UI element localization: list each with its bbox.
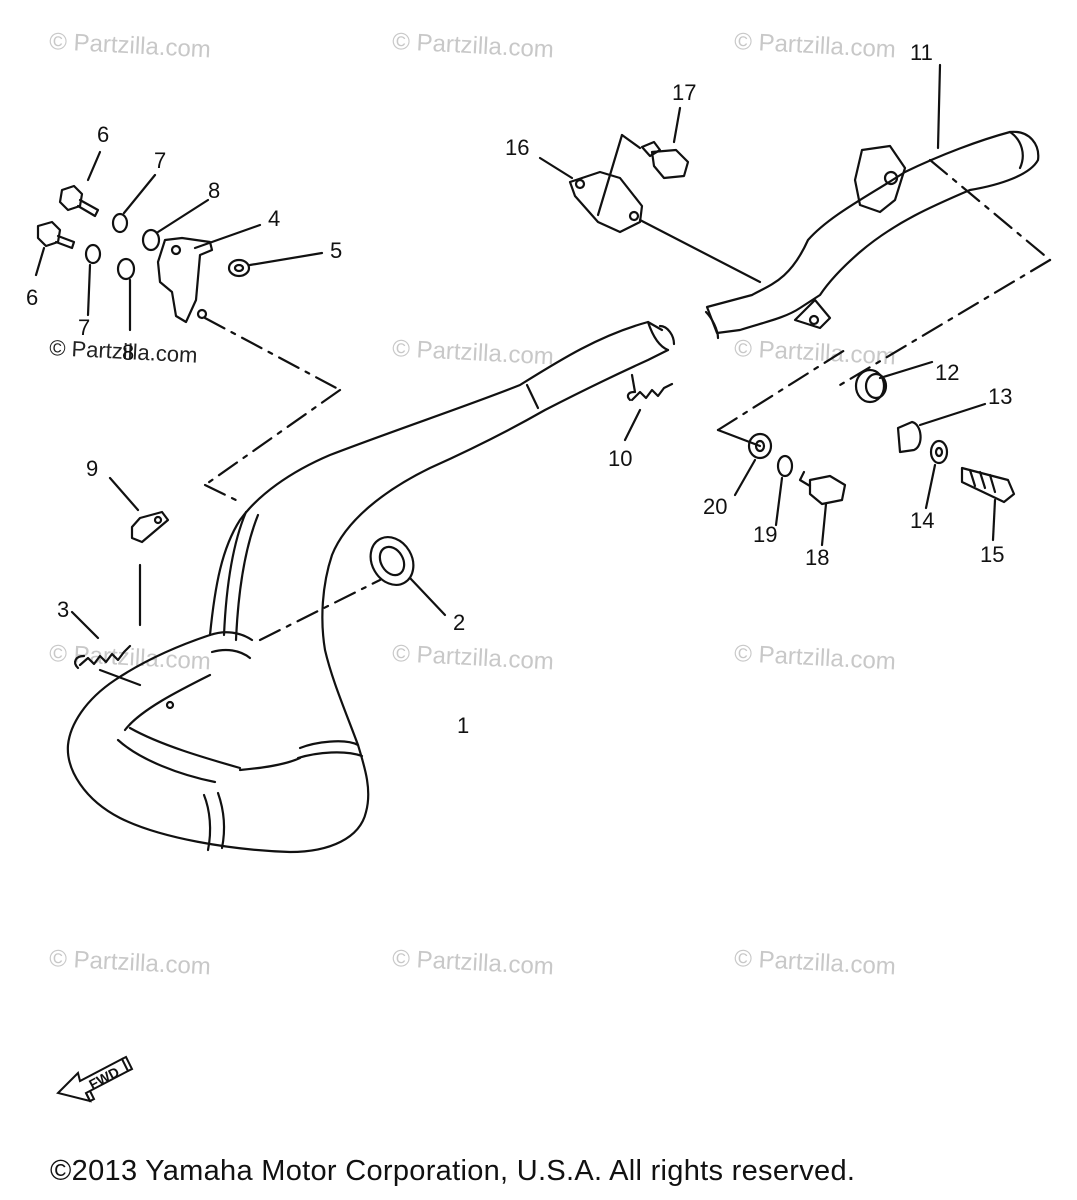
callout-19: 19	[753, 522, 777, 547]
washer-part-14	[924, 439, 949, 510]
callout-10: 10	[608, 446, 632, 471]
bracket-part-16	[538, 133, 762, 284]
grommet-part-12	[854, 360, 934, 404]
callout-14: 14	[910, 508, 934, 533]
callout-6a: 6	[97, 122, 109, 147]
bracket-part-4	[156, 223, 262, 324]
lock-washer-part-7	[84, 173, 157, 317]
callouts: 1 2 3 4 5 6 6 7 7 8 8 9 10 11 12 13 14 1…	[26, 40, 1012, 738]
bolt-part-6	[34, 150, 102, 277]
callout-3: 3	[57, 597, 69, 622]
callout-17: 17	[672, 80, 696, 105]
bolt-part-17	[640, 106, 690, 180]
exhaust-pipe-part-1	[66, 320, 676, 854]
callout-8a: 8	[208, 178, 220, 203]
callout-15: 15	[980, 542, 1004, 567]
callout-18: 18	[805, 545, 829, 570]
callout-1: 1	[457, 713, 469, 738]
washer-part-5	[227, 251, 324, 278]
callout-11: 11	[910, 40, 933, 65]
clip-part-9	[108, 476, 170, 627]
callout-20: 20	[703, 494, 727, 519]
bolt-part-15	[960, 466, 1016, 542]
lock-washer-part-19	[774, 454, 794, 527]
callout-12: 12	[935, 360, 959, 385]
bolt-part-18	[798, 470, 847, 547]
washer-part-8	[116, 198, 210, 332]
callout-9: 9	[86, 456, 98, 481]
callout-7a: 7	[154, 148, 166, 173]
spring-part-10	[623, 373, 674, 442]
callout-16: 16	[505, 135, 529, 160]
callout-7b: 7	[78, 315, 90, 340]
gasket-part-2	[369, 536, 447, 617]
callout-2: 2	[453, 610, 465, 635]
copyright-notice: ©2013 Yamaha Motor Corporation, U.S.A. A…	[50, 1155, 856, 1187]
callout-13: 13	[988, 384, 1012, 409]
fwd-arrow-icon: FWD	[56, 1055, 134, 1103]
collar-part-13	[896, 402, 987, 454]
washer-part-20	[733, 432, 773, 497]
callout-8b: 8	[122, 340, 134, 365]
silencer-part-11	[704, 63, 1052, 387]
spring-part-3	[70, 610, 132, 670]
callout-5: 5	[330, 238, 342, 263]
callout-4: 4	[268, 206, 280, 231]
callout-6b: 6	[26, 285, 38, 310]
